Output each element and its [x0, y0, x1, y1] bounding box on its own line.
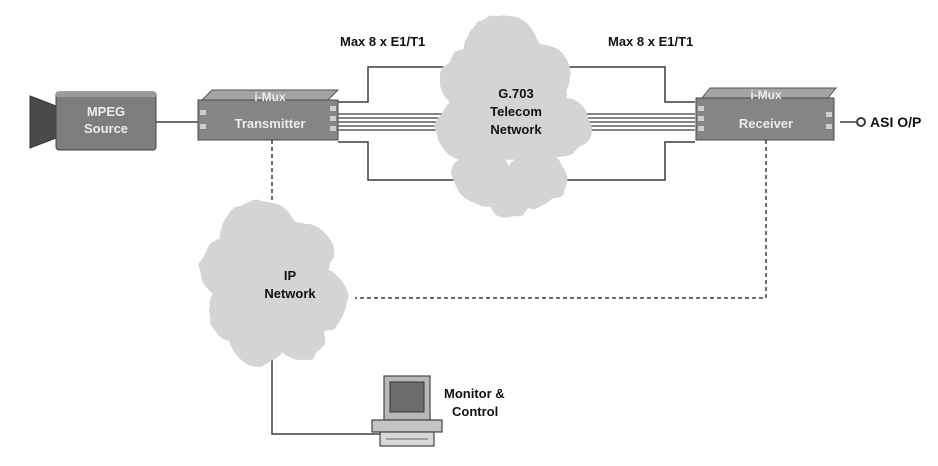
desktop-computer-icon — [371, 375, 443, 447]
asi-output: ASI O/P — [856, 114, 921, 130]
asi-output-label: ASI O/P — [870, 114, 921, 130]
ip-label-line2: Network — [264, 286, 316, 301]
telecom-label-line2: Telecom — [490, 104, 542, 119]
transmitter-label-line1: i-Mux — [254, 90, 286, 104]
e1-loop-left-upper — [338, 66, 470, 103]
ip-label-line1: IP — [284, 268, 297, 283]
mpeg-source-camera: MPEG Source — [29, 91, 157, 151]
telecom-network-cloud: G.703 Telecom Network — [436, 14, 590, 218]
mpeg-label-line1: MPEG — [87, 104, 125, 119]
transmitter-label-line2: Transmitter — [235, 116, 306, 131]
e1-loop-right-upper — [560, 66, 695, 103]
telecom-label-line1: G.703 — [498, 86, 533, 101]
e1-loop-right-lower — [560, 141, 695, 181]
monitor-label-line2: Control — [452, 404, 498, 419]
bnc-connector-icon — [856, 117, 866, 127]
e1-loop-left-lower — [338, 141, 470, 181]
receiver-label-line1: i-Mux — [750, 88, 782, 102]
imux-transmitter: i-Mux Transmitter — [197, 89, 340, 141]
telecom-label-line3: Network — [490, 122, 542, 137]
monitor-label-line1: Monitor & — [444, 386, 505, 401]
monitor-control-station: Monitor & Control — [371, 375, 505, 447]
video-camera-icon — [29, 91, 157, 151]
link-label-left: Max 8 x E1/T1 — [340, 34, 425, 49]
mpeg-label-line2: Source — [84, 121, 128, 136]
imux-receiver: i-Mux Receiver — [695, 87, 838, 141]
monitor-ip-link — [271, 352, 392, 435]
receiver-label-line2: Receiver — [739, 116, 793, 131]
link-label-right: Max 8 x E1/T1 — [608, 34, 693, 49]
receiver-ip-link — [355, 140, 767, 299]
ip-network-cloud: IP Network — [200, 200, 348, 366]
